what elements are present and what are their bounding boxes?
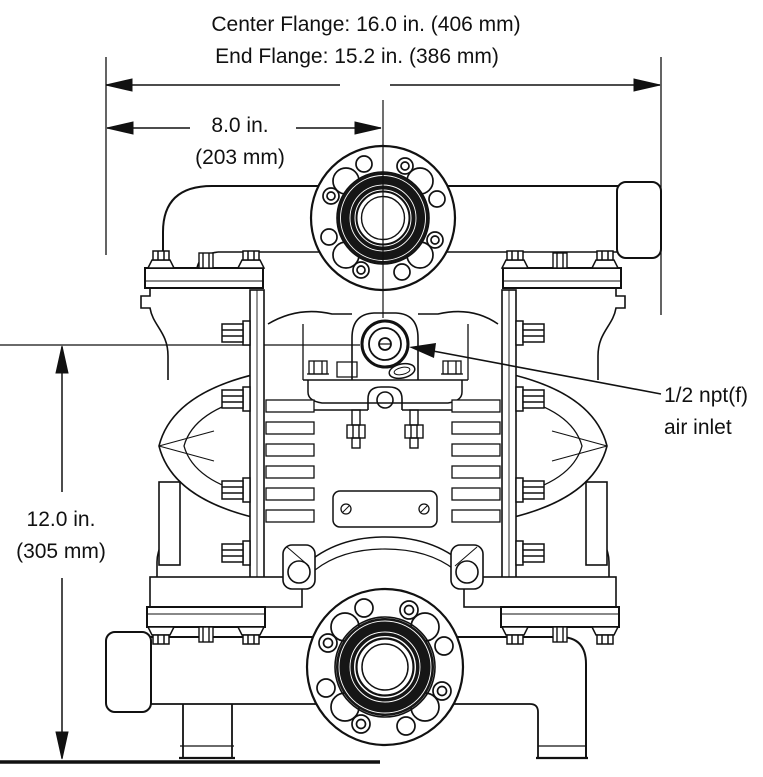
air-inlet-callout-line2: air inlet <box>664 416 732 439</box>
port-offset-label-mm: (203 mm) <box>195 146 285 169</box>
air-valve-housing <box>351 312 419 380</box>
left-foot <box>179 704 235 760</box>
left-chamber <box>140 267 303 628</box>
center-section <box>265 310 501 590</box>
air-inlet-callout-line1: 1/2 npt(f) <box>664 384 749 407</box>
overall-dimension-label-line1: Center Flange: 16.0 in. (406 mm) <box>211 13 521 36</box>
right-top-cap <box>502 267 622 289</box>
bottom-center-flange <box>305 587 465 747</box>
right-chamber <box>463 267 626 628</box>
center-bolt-stacks <box>346 409 424 449</box>
center-bracket <box>367 386 403 410</box>
overall-dimension-label-line2: End Flange: 15.2 in. (386 mm) <box>215 45 499 68</box>
port-offset-dimension-lines <box>106 121 382 135</box>
port-offset-label-inches: 8.0 in. <box>211 114 269 137</box>
top-end-flange-cap <box>616 181 662 259</box>
lower-brackets <box>282 544 484 590</box>
height-label-inches: 12.0 in. <box>26 508 96 531</box>
muffler-fins <box>265 399 501 523</box>
right-foot <box>536 745 588 760</box>
height-label-mm: (305 mm) <box>16 540 106 563</box>
bottom-flange-hub <box>334 616 436 718</box>
air-inlet-boss <box>360 319 410 369</box>
bottom-end-flange-cap <box>105 631 152 713</box>
left-lower-band <box>149 576 303 608</box>
right-bottom-cap <box>500 606 620 628</box>
right-lower-band <box>463 576 617 608</box>
left-bottom-cap <box>146 606 266 628</box>
left-top-cap <box>144 267 264 289</box>
bottom-manifold <box>105 631 588 760</box>
height-dimension-lines <box>0 344 360 760</box>
overall-width-dimension-lines <box>105 57 662 315</box>
nameplate <box>332 490 438 528</box>
air-inlet-leader <box>409 343 662 395</box>
